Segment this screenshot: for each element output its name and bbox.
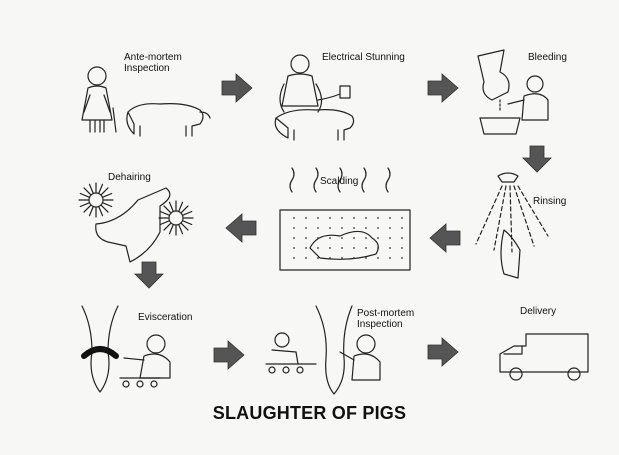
hanging-carcass-bleeding [478,50,520,134]
label-bleeding: Bleeding [528,52,567,63]
scalding-tank [280,210,410,270]
post-mortem-inspector [340,335,380,380]
arrow-evisceration-to-postmortem [214,341,244,369]
label-rinsing: Rinsing [533,196,566,207]
label-delivery: Delivery [520,306,556,317]
label-dehairing: Dehairing [108,172,151,183]
inspection-table [266,333,316,373]
evisceration-worker [120,335,170,387]
scalding-water-dots [293,217,403,259]
delivery-truck [500,334,588,380]
dehairing-carcass [96,188,170,262]
inspector-figure [82,67,116,132]
bleeding-worker [508,76,548,120]
shower-head [476,173,548,252]
arrow-scalding-to-dehairing [226,214,256,242]
diagram-title: SLAUGHTER OF PIGS [0,403,619,424]
rinsed-carcass [501,230,520,278]
label-electrical-stunning: Electrical Stunning [322,52,405,63]
label-ante-mortem: Ante-mortem Inspection [124,52,182,74]
arrow-rinsing-to-scalding [430,224,460,252]
live-pig [127,104,210,136]
label-evisceration: Evisceration [138,312,192,323]
arrow-dehairing-to-evisceration [135,262,163,288]
eviscerated-carcass [82,306,118,392]
label-scalding: Scalding [320,176,358,187]
arrow-postmortem-to-delivery [428,338,458,366]
inspected-carcass [316,306,352,394]
arrow-ante-to-stunning [222,74,252,102]
label-post-mortem: Post-mortem Inspection [357,308,414,330]
arrow-bleeding-to-rinsing [523,146,551,172]
arrow-stunning-to-bleeding [428,74,458,102]
stunned-pig [275,110,353,140]
stunning-worker [280,55,350,112]
